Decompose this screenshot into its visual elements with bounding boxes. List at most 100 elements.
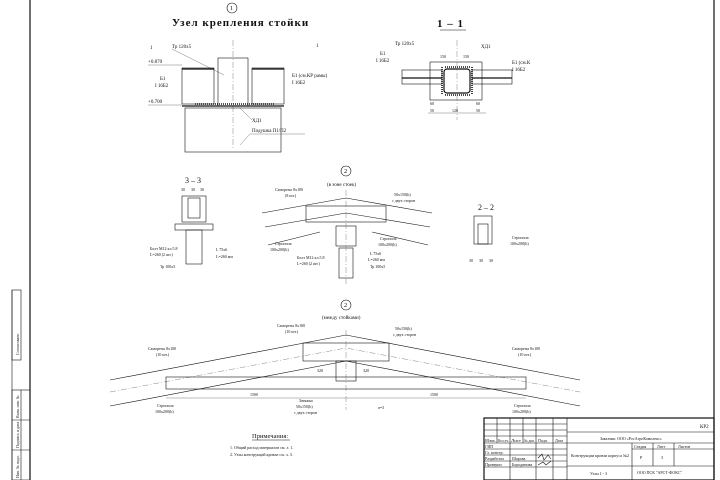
tb-name: Бородинова (512, 462, 532, 467)
n2a-rafter-left-size: 100х200(h) (270, 247, 289, 252)
node-2a-number: 2 (344, 168, 347, 175)
n2b-screws-right-qty: (10 шт.) (518, 352, 532, 357)
inv-label: Инв. № подл. (15, 455, 20, 478)
tb-sheets-label: Листов (678, 444, 690, 449)
n2a-bolt-qty: L=260 (2 шт.) (297, 261, 321, 266)
s33-angle: L 75х6 (216, 247, 227, 252)
n2b-inner-right: 320 (363, 368, 369, 373)
n2a-rafter-right-size: 100х200(h) (378, 242, 397, 247)
section-1-1: 1 – 1 Тр 120х5 ХД1 Б1 I 16Б2 Б1 (см.К I … (376, 18, 531, 120)
node-2a-subtitle: (в зоне стоек) (327, 183, 356, 188)
n2b-screws-top-qty: (10 шт.) (285, 329, 299, 334)
replace-label: Взам. инв. № (15, 395, 20, 418)
s11-dim: 120 (452, 108, 458, 113)
n2a-angle-len: L=260 мм (368, 257, 385, 262)
section-3-3-title: 3 – 3 (185, 176, 201, 185)
s11-beam-left: Б1 (380, 52, 386, 57)
s22-dim: 30 (469, 258, 473, 263)
agreed-label: Согласовано (15, 334, 20, 355)
s11-dim: 60 (430, 101, 434, 106)
node-1-title: Узел крепления стойки (172, 17, 309, 29)
tb-role: Гл. констр. (485, 450, 503, 455)
tb-sheet: 3 (661, 455, 663, 460)
s22-rafter: Стропила (512, 235, 529, 240)
beam-left-label: Б1 (160, 77, 166, 82)
s33-dim: 30 (191, 187, 195, 192)
tb-grid (484, 418, 567, 480)
n2b-screws-top: Саморезы 8х100 (277, 323, 305, 328)
tb-col-header: Изм. (485, 438, 496, 443)
tb-role: ГИП (485, 444, 493, 449)
n2b-rafter-left: Стропила (157, 403, 174, 408)
tb-org: ООО ПСК "АРСТ-ФОКС" (637, 470, 682, 475)
n2b-span-left: 1500 (250, 392, 258, 397)
tb-role: Проверил (485, 462, 502, 467)
tb-col-header: Подп. (538, 438, 548, 443)
n2b-rafter-right: Стропила (514, 403, 531, 408)
n2b-inner-left: 320 (317, 368, 323, 373)
section-mark-left: 1 (150, 46, 153, 51)
beam-right-label: Б1 (см.КР рамы) (292, 74, 328, 79)
s11-dim: 50 (430, 108, 434, 113)
s11-beam-left-profile: I 16Б2 (376, 59, 390, 64)
n2b-span-right: 1500 (430, 392, 438, 397)
section-3-3: 3 – 3 30 30 30 Болт М12 кл.5.8 L=260 (2 … (150, 176, 233, 269)
tb-stage: Р (640, 455, 643, 460)
note-item: 2. Узлы конструкций кровли см. л. 3. (230, 452, 293, 457)
tb-col-header: Лист (511, 438, 521, 443)
tb-col-header: Дата (555, 438, 563, 443)
n2a-screws-qty: (8 шт.) (285, 193, 297, 198)
n2a-pipe: Тр 100х5 (370, 264, 385, 269)
s11-plate-label: ХД1 (481, 45, 491, 50)
n2b-board: 50х150(h) (395, 326, 412, 331)
n2b-tie-size: 50х150(h) (296, 404, 313, 409)
n2b-mark: a=3 (378, 405, 384, 410)
n2a-bolt: Болт М12 кл.5.8 (297, 255, 324, 260)
s33-pipe: Тр 100х5 (160, 264, 175, 269)
s33-bolt-qty: L=260 (2 шт.) (150, 252, 174, 257)
n2a-board: 50х150(h) (394, 192, 411, 197)
s33-dim: 30 (200, 187, 204, 192)
s11-dim: 50 (476, 108, 480, 113)
n2b-tie: Затяжка (299, 398, 313, 403)
tb-customer: Заказчик: ООО «РосАгроКомплекс» (600, 436, 662, 441)
s11-beam-right: Б1 (см.К (512, 61, 531, 66)
s33-dim: 30 (181, 187, 185, 192)
elev-bottom: +0.700 (148, 100, 163, 105)
section-2-2-title: 2 – 2 (478, 203, 494, 212)
notes: Примечания: 1. Общий расход материалов с… (230, 433, 293, 457)
node-1-pipe-label: Тр 120х5 (172, 45, 192, 50)
s11-pipe-label: Тр 120х5 (395, 42, 415, 47)
notes-title: Примечания: (252, 433, 288, 440)
s11-dim: 150 (440, 54, 446, 59)
beam-right-profile: I 16Б2 (292, 81, 306, 86)
tb-sheet-name: Узлы 1 - 3 (590, 471, 607, 476)
beam-left-profile: I 16Б2 (155, 84, 169, 89)
n2b-screws-left: Саморезы 8х100 (148, 346, 176, 351)
section-2-2: 2 – 2 Стропила 100х200(h) 30 30 30 (469, 203, 529, 263)
n2a-angle: L 75х6 (370, 251, 381, 256)
tb-col-header: Кол.уч. (498, 438, 509, 443)
s33-bolt: Болт М12 кл.5.8 (150, 246, 177, 251)
sign-date-label: Подпись и дата (15, 422, 20, 448)
title-block: Изм. Кол.уч. Лист № док. Подп. Дата ГИП … (483, 417, 715, 480)
s11-dim: 60 (476, 101, 480, 106)
n2a-rafter-left: Стропила (275, 241, 292, 246)
tb-col-header: № док. (524, 438, 535, 443)
node-1: 1 Узел крепления стойки 1 1 Тр 120х5 +0.… (148, 2, 328, 153)
s22-rafter-size: 100х200(h) (510, 241, 529, 246)
n2b-screws-right: Саморезы 8х100 (512, 346, 540, 351)
s22-dim: 30 (489, 258, 493, 263)
section-mark-right: 1 (316, 44, 319, 49)
n2b-screws-left-qty: (10 шт.) (156, 352, 170, 357)
note-item: 1. Общий расход материалов см. л. 1. (230, 445, 293, 450)
n2b-board-note: с двух сторон (393, 332, 417, 337)
n2a-board-note: с двух сторон (392, 198, 416, 203)
tb-name: Шарова (512, 456, 526, 461)
node-2-posts: 2 (в зоне стоек) Саморезы 8х100 (8 шт.) … (261, 165, 433, 285)
plate-label: ХД1 (252, 119, 262, 124)
s22-dim: 30 (479, 258, 483, 263)
s11-beam-right-profile: I 16Б2 (512, 68, 526, 73)
elev-top: +0.870 (148, 60, 163, 65)
tb-stage-label: Стадия (634, 444, 646, 449)
